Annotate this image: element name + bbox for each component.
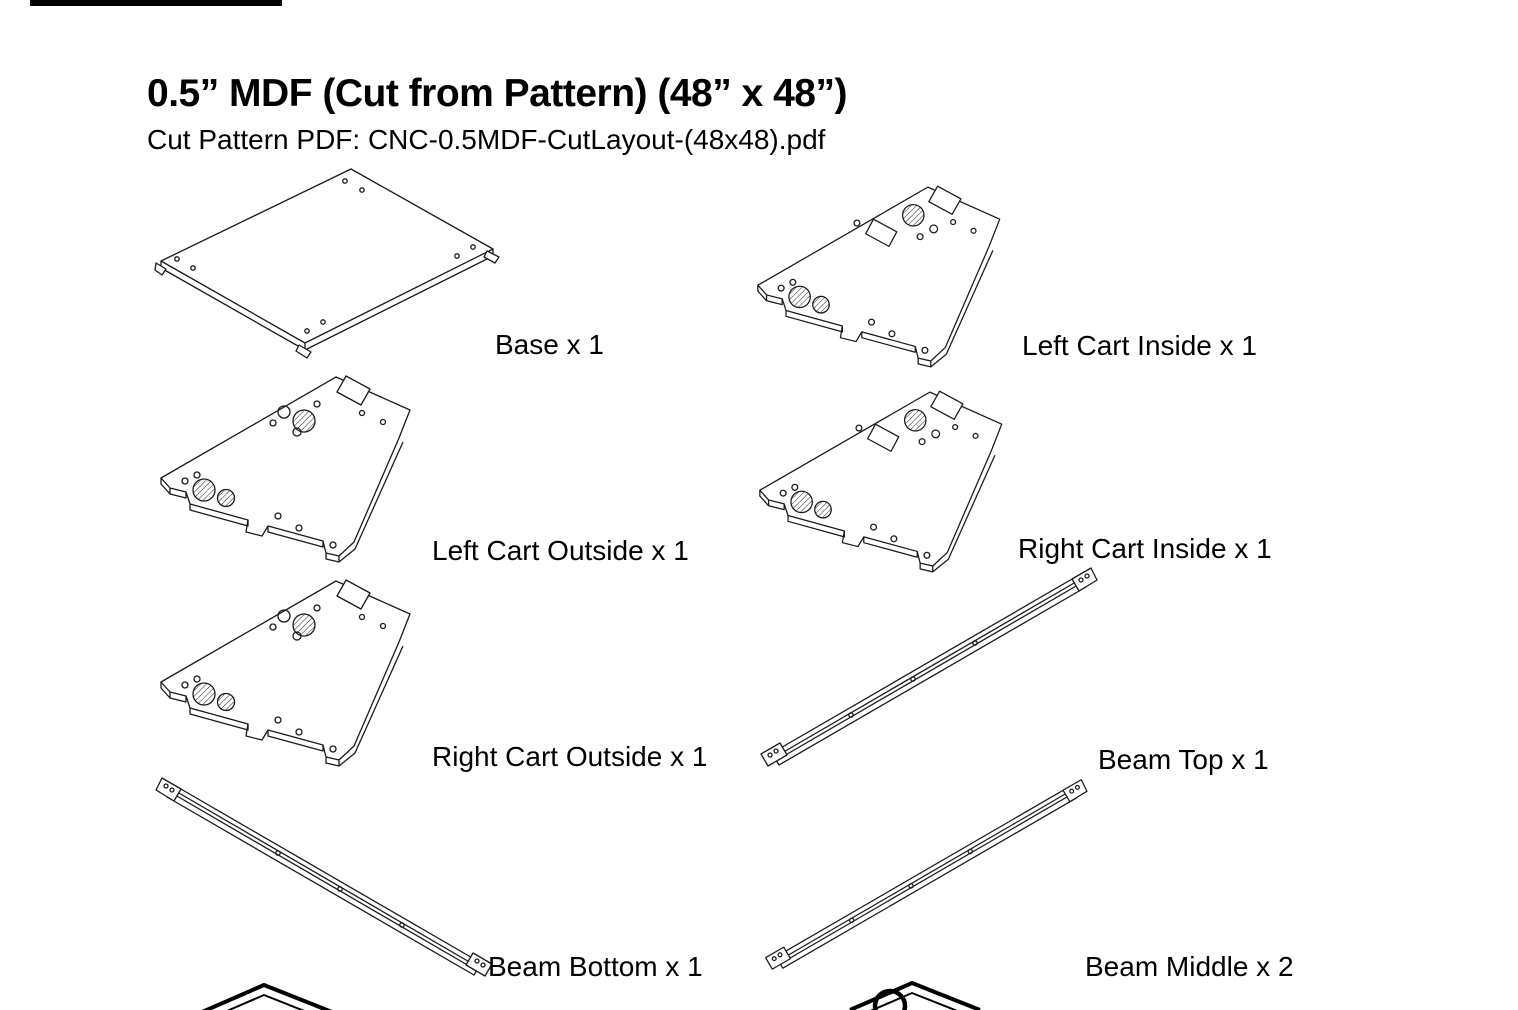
right-cart-inside-drawing <box>755 381 1027 581</box>
part-label-right-cart-outside: Right Cart Outside x 1 <box>432 741 708 772</box>
part-label-beam-bottom: Beam Bottom x 1 <box>488 951 703 982</box>
scan-artifact <box>30 0 282 6</box>
partial-part-drawing-left <box>198 982 348 1010</box>
part-label-base: Base x 1 <box>495 329 604 360</box>
part-label-beam-top: Beam Top x 1 <box>1098 744 1269 775</box>
beam-bottom-drawing <box>155 773 501 978</box>
part-label-left-cart-outside: Left Cart Outside x 1 <box>432 535 689 566</box>
left-cart-inside-drawing <box>753 176 1025 376</box>
beam-middle-drawing <box>757 773 1088 973</box>
beam-top-drawing <box>752 563 1098 768</box>
part-label-right-cart-inside: Right Cart Inside x 1 <box>1018 533 1272 564</box>
page-title: 0.5” MDF (Cut from Pattern) (48” x 48”) <box>147 72 847 115</box>
left-cart-outside-drawing <box>156 366 436 571</box>
cut-pattern-filename: Cut Pattern PDF: CNC-0.5MDF-CutLayout-(4… <box>147 124 826 155</box>
part-label-left-cart-inside: Left Cart Inside x 1 <box>1022 330 1258 361</box>
base-part-drawing <box>154 165 500 360</box>
partial-part-drawing-right <box>832 980 982 1010</box>
part-label-beam-middle: Beam Middle x 2 <box>1085 951 1294 982</box>
right-cart-outside-drawing <box>156 570 436 775</box>
